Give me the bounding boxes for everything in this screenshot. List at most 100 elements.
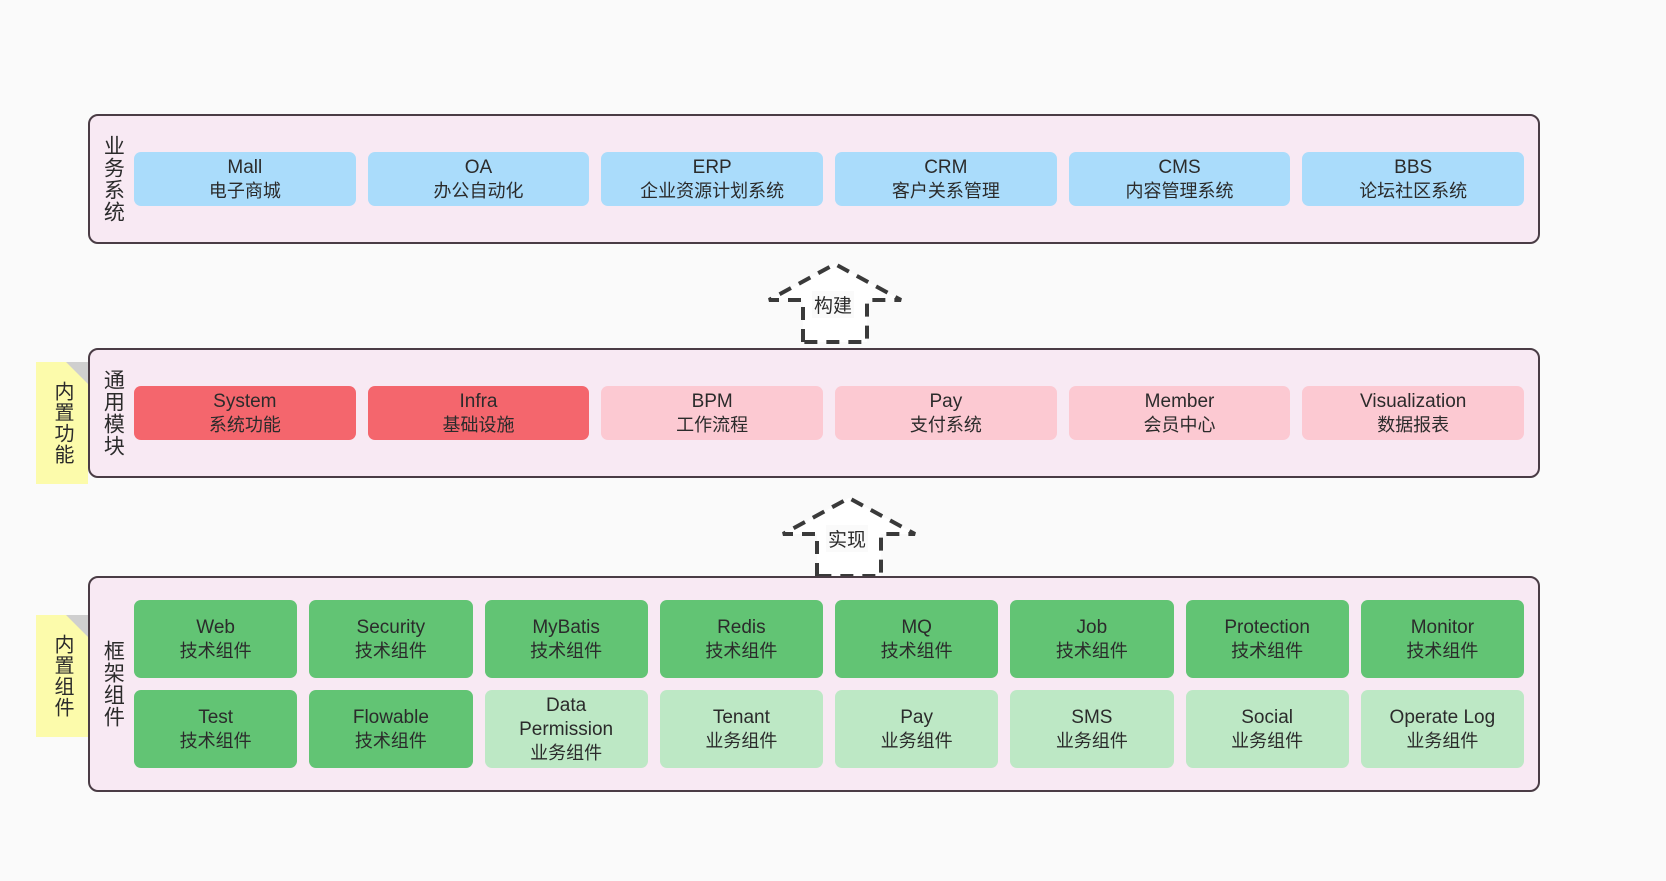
node-name: Infra: [459, 390, 498, 412]
node-data-permission[interactable]: Data Permission 业务组件: [484, 690, 648, 768]
node-subtitle: 技术组件: [705, 640, 778, 661]
node-name: BBS: [1394, 156, 1433, 178]
node-name: BPM: [691, 390, 733, 412]
sticky-note-text: 内置组件: [51, 634, 73, 718]
node-redis[interactable]: Redis 技术组件: [659, 600, 823, 678]
node-protection[interactable]: Protection 技术组件: [1185, 600, 1349, 678]
node-mall[interactable]: Mall 电子商城: [134, 151, 356, 207]
node-name: Flowable: [352, 706, 429, 728]
node-name: Operate Log: [1389, 706, 1496, 728]
implement-arrow-label: 实现: [826, 525, 869, 552]
node-bpm[interactable]: BPM 工作流程: [601, 385, 824, 441]
node-visualization[interactable]: Visualization 数据报表: [1302, 385, 1525, 441]
node-subtitle: 技术组件: [1055, 640, 1128, 661]
node-cms[interactable]: CMS 内容管理系统: [1068, 151, 1291, 207]
node-subtitle: 业务组件: [1055, 730, 1128, 751]
node-name: Security: [356, 616, 426, 638]
node-pay-module[interactable]: Pay 支付系统: [835, 385, 1057, 441]
node-infra[interactable]: Infra 基础设施: [367, 385, 590, 441]
node-subtitle: 系统功能: [208, 414, 281, 435]
node-name: OA: [464, 156, 493, 178]
node-oa[interactable]: OA 办公自动化: [367, 151, 590, 207]
framework-row-technical: Web 技术组件 Security 技术组件 MyBatis 技术组件 Redi…: [134, 600, 1524, 678]
node-name: Mall: [227, 156, 263, 178]
layer-framework-components[interactable]: 框架组件 Web 技术组件 Security 技术组件 MyBatis 技术组件…: [88, 576, 1540, 792]
node-test[interactable]: Test 技术组件: [134, 690, 298, 768]
node-bbs[interactable]: BBS 论坛社区系统: [1302, 151, 1525, 207]
node-monitor[interactable]: Monitor 技术组件: [1360, 600, 1524, 678]
node-subtitle: 技术组件: [179, 730, 252, 751]
node-subtitle: 办公自动化: [433, 180, 524, 201]
node-subtitle: 客户关系管理: [891, 180, 1000, 201]
layer-body-framework-components: Web 技术组件 Security 技术组件 MyBatis 技术组件 Redi…: [134, 578, 1538, 790]
node-erp[interactable]: ERP 企业资源计划系统: [601, 151, 824, 207]
node-name: Visualization: [1360, 390, 1467, 412]
layer-common-modules[interactable]: 通用模块 System 系统功能 Infra 基础设施 BPM 工作流程 Pay…: [88, 348, 1540, 478]
node-name: Web: [196, 616, 235, 638]
framework-row-business: Test 技术组件 Flowable 技术组件 Data Permission …: [134, 690, 1524, 768]
node-subtitle: 论坛社区系统: [1359, 180, 1468, 201]
node-name: CMS: [1158, 156, 1201, 178]
node-subtitle: 业务组件: [1406, 730, 1479, 751]
node-web[interactable]: Web 技术组件: [134, 600, 298, 678]
node-name: System: [213, 390, 277, 412]
node-member[interactable]: Member 会员中心: [1068, 385, 1291, 441]
node-mybatis[interactable]: MyBatis 技术组件: [484, 600, 648, 678]
node-subtitle: 业务组件: [1231, 730, 1304, 751]
page-fold-icon: [66, 362, 88, 384]
node-subtitle: 内容管理系统: [1125, 180, 1234, 201]
node-subtitle: 技术组件: [1406, 640, 1479, 661]
node-flowable[interactable]: Flowable 技术组件: [309, 690, 473, 768]
sticky-note-text: 内置功能: [51, 381, 73, 465]
layer-body-common-modules: System 系统功能 Infra 基础设施 BPM 工作流程 Pay 支付系统…: [134, 350, 1538, 476]
node-security[interactable]: Security 技术组件: [309, 600, 473, 678]
layer-title-common-modules: 通用模块: [101, 369, 125, 457]
node-name: ERP: [692, 156, 732, 178]
node-subtitle: 业务组件: [705, 730, 778, 751]
layer-body-business-systems: Mall 电子商城 OA 办公自动化 ERP 企业资源计划系统 CRM 客户关系…: [134, 116, 1538, 242]
node-name: Redis: [717, 616, 766, 638]
node-name: Job: [1076, 616, 1108, 638]
sticky-note-builtin-features[interactable]: 内置功能: [36, 362, 88, 484]
node-social[interactable]: Social 业务组件: [1185, 690, 1349, 768]
node-sms[interactable]: SMS 业务组件: [1010, 690, 1174, 768]
node-subtitle: 数据报表: [1377, 414, 1450, 435]
node-pay-component[interactable]: Pay 业务组件: [835, 690, 999, 768]
node-operate-log[interactable]: Operate Log 业务组件: [1360, 690, 1524, 768]
node-name: Member: [1144, 390, 1215, 412]
page-fold-icon: [66, 615, 88, 637]
layer-title-framework-components: 框架组件: [101, 640, 125, 728]
node-subtitle: 企业资源计划系统: [640, 180, 785, 201]
node-name: Monitor: [1410, 616, 1475, 638]
node-subtitle: 技术组件: [179, 640, 252, 661]
node-subtitle: 支付系统: [909, 414, 982, 435]
node-mq[interactable]: MQ 技术组件: [835, 600, 999, 678]
node-name: Protection: [1224, 616, 1310, 638]
node-subtitle: 技术组件: [354, 640, 427, 661]
node-name: MQ: [901, 616, 932, 638]
node-name: Pay: [929, 390, 963, 412]
node-subtitle: 技术组件: [530, 640, 603, 661]
node-subtitle: 工作流程: [676, 414, 749, 435]
node-subtitle: 技术组件: [1231, 640, 1304, 661]
node-system[interactable]: System 系统功能: [134, 385, 356, 441]
build-arrow-label: 构建: [812, 291, 855, 318]
node-name: MyBatis: [532, 616, 600, 638]
node-job[interactable]: Job 技术组件: [1010, 600, 1174, 678]
node-name: Data Permission: [519, 694, 614, 740]
node-subtitle: 业务组件: [880, 730, 953, 751]
node-subtitle: 技术组件: [354, 730, 427, 751]
node-subtitle: 业务组件: [530, 742, 603, 763]
node-subtitle: 会员中心: [1143, 414, 1216, 435]
node-subtitle: 技术组件: [880, 640, 953, 661]
layer-business-systems[interactable]: 业务系统 Mall 电子商城 OA 办公自动化 ERP 企业资源计划系统 CRM…: [88, 114, 1540, 244]
node-name: Tenant: [712, 706, 770, 728]
node-name: Test: [198, 706, 234, 728]
node-name: CRM: [924, 156, 968, 178]
node-subtitle: 基础设施: [442, 414, 515, 435]
node-crm[interactable]: CRM 客户关系管理: [835, 151, 1057, 207]
node-name: Pay: [900, 706, 933, 728]
sticky-note-builtin-components[interactable]: 内置组件: [36, 615, 88, 737]
node-tenant[interactable]: Tenant 业务组件: [659, 690, 823, 768]
